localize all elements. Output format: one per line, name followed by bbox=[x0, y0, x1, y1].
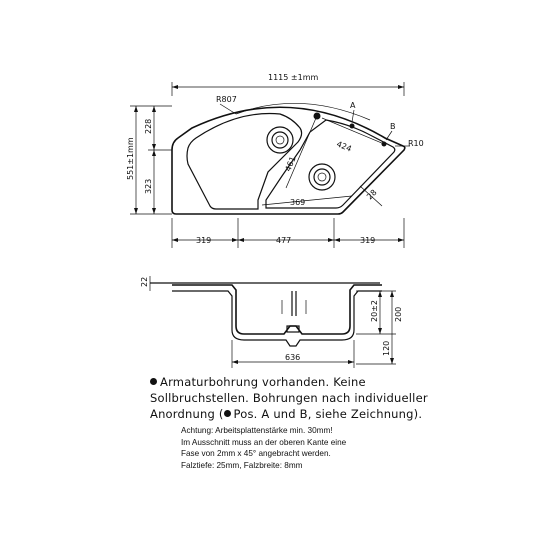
note-line: Sollbruchstellen. Bohrungen nach individ… bbox=[150, 391, 428, 405]
label-position-b: B bbox=[390, 122, 396, 131]
drainboard-outline bbox=[265, 119, 396, 209]
installation-warning: Achtung: Arbeitsplattenstärke min. 30mm!… bbox=[181, 425, 521, 471]
dim-corner-radius: R10 bbox=[408, 139, 424, 148]
dim-height-lower: 323 bbox=[144, 179, 153, 194]
note-line: Pos. A und B, siehe Zeichnung). bbox=[233, 407, 423, 421]
tap-hole-note: Armaturbohrung vorhanden. Keine Sollbruc… bbox=[150, 374, 530, 422]
dim-depth-20: 20±2 bbox=[370, 300, 379, 322]
label-position-a: A bbox=[350, 101, 356, 110]
note-line: Armaturbohrung vorhanden. Keine bbox=[160, 375, 366, 389]
dim-bottom-right: 319 bbox=[360, 236, 375, 245]
bullet-icon bbox=[150, 378, 157, 385]
bullet-icon bbox=[223, 410, 231, 417]
dim-bottom-center: 477 bbox=[276, 236, 291, 245]
dim-overall-width: 1115 ±1mm bbox=[268, 73, 318, 82]
warning-line: Falztiefe: 25mm, Falzbreite: 8mm bbox=[181, 460, 303, 470]
dim-depth-200: 200 bbox=[394, 307, 403, 322]
dim-height-upper: 228 bbox=[144, 119, 153, 134]
dim-height-total: 551±1mm bbox=[126, 137, 135, 180]
section-view: 22 20±2 200 120 636 bbox=[140, 276, 403, 368]
dim-rim-height: 22 bbox=[140, 277, 149, 287]
dim-bottom-left: 319 bbox=[196, 236, 211, 245]
top-view: 1115 ±1mm R807 A B bbox=[126, 73, 424, 248]
drain-right-icon bbox=[308, 163, 336, 191]
warning-line: Fase von 2mm x 45° angebracht werden. bbox=[181, 449, 331, 458]
dim-461: 461 bbox=[284, 155, 298, 173]
dim-424: 424 bbox=[335, 140, 353, 154]
tap-hole-a-icon bbox=[349, 123, 355, 129]
note-line: Anordnung ( bbox=[150, 407, 224, 421]
dim-width-636: 636 bbox=[285, 353, 300, 362]
dim-radius: R807 bbox=[216, 95, 237, 104]
tap-hole-icon bbox=[313, 112, 321, 120]
dim-369: 369 bbox=[290, 198, 305, 207]
basin-outline bbox=[186, 112, 303, 210]
warning-line: Im Ausschnitt muss an der oberen Kante e… bbox=[181, 437, 347, 447]
dim-depth-120: 120 bbox=[382, 341, 391, 356]
drain-left-icon bbox=[266, 126, 294, 154]
warning-line: Achtung: Arbeitsplattenstärke min. 30mm! bbox=[181, 426, 333, 435]
section-rim bbox=[172, 284, 382, 335]
dim-28: 28 bbox=[365, 188, 379, 202]
